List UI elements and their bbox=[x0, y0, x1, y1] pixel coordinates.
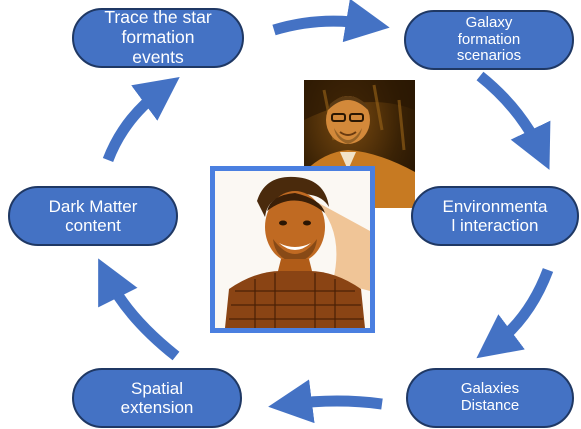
node-galaxies-distance: Galaxies Distance bbox=[406, 368, 574, 428]
node-dist-line-2: Distance bbox=[460, 397, 520, 414]
arrow-environmental-to-distance bbox=[476, 268, 554, 359]
node-dark-line-2: content bbox=[65, 216, 121, 235]
node-trace-line-3: events bbox=[132, 46, 184, 67]
arrow-galaxy-to-environmental bbox=[476, 71, 551, 170]
node-environmental-interaction: Environmenta l interaction bbox=[411, 186, 579, 246]
node-trace-line-1: Trace the star bbox=[104, 7, 212, 28]
node-spatial-extension: Spatial extension bbox=[72, 368, 242, 428]
node-spatial-line-2: extension bbox=[120, 398, 194, 417]
portrait-photo-smiling bbox=[210, 166, 375, 333]
node-trace-star-formation: Trace the star formation events bbox=[72, 8, 244, 68]
node-spatial-line-1: Spatial bbox=[131, 378, 183, 398]
node-galaxy-formation: Galaxy formation scenarios bbox=[404, 10, 574, 70]
portrait-photo-observatory bbox=[304, 80, 415, 208]
node-dist-line-1: Galaxies bbox=[460, 380, 520, 398]
arrow-spatial-to-dark bbox=[98, 258, 180, 361]
arrow-distance-to-spatial bbox=[268, 379, 383, 424]
node-galaxy-line-2: formation bbox=[457, 30, 521, 48]
arrow-trace-to-galaxy bbox=[272, 0, 390, 43]
node-dark-matter-content: Dark Matter content bbox=[8, 186, 178, 246]
node-env-line-1: Environmenta bbox=[442, 196, 548, 216]
node-galaxy-line-1: Galaxy bbox=[465, 13, 513, 31]
node-env-line-2: l interaction bbox=[451, 216, 539, 235]
node-dark-line-1: Dark Matter bbox=[48, 196, 138, 216]
node-trace-line-2: formation bbox=[121, 27, 195, 48]
node-galaxy-line-3: scenarios bbox=[456, 47, 522, 65]
arrow-dark-to-trace bbox=[102, 76, 180, 163]
